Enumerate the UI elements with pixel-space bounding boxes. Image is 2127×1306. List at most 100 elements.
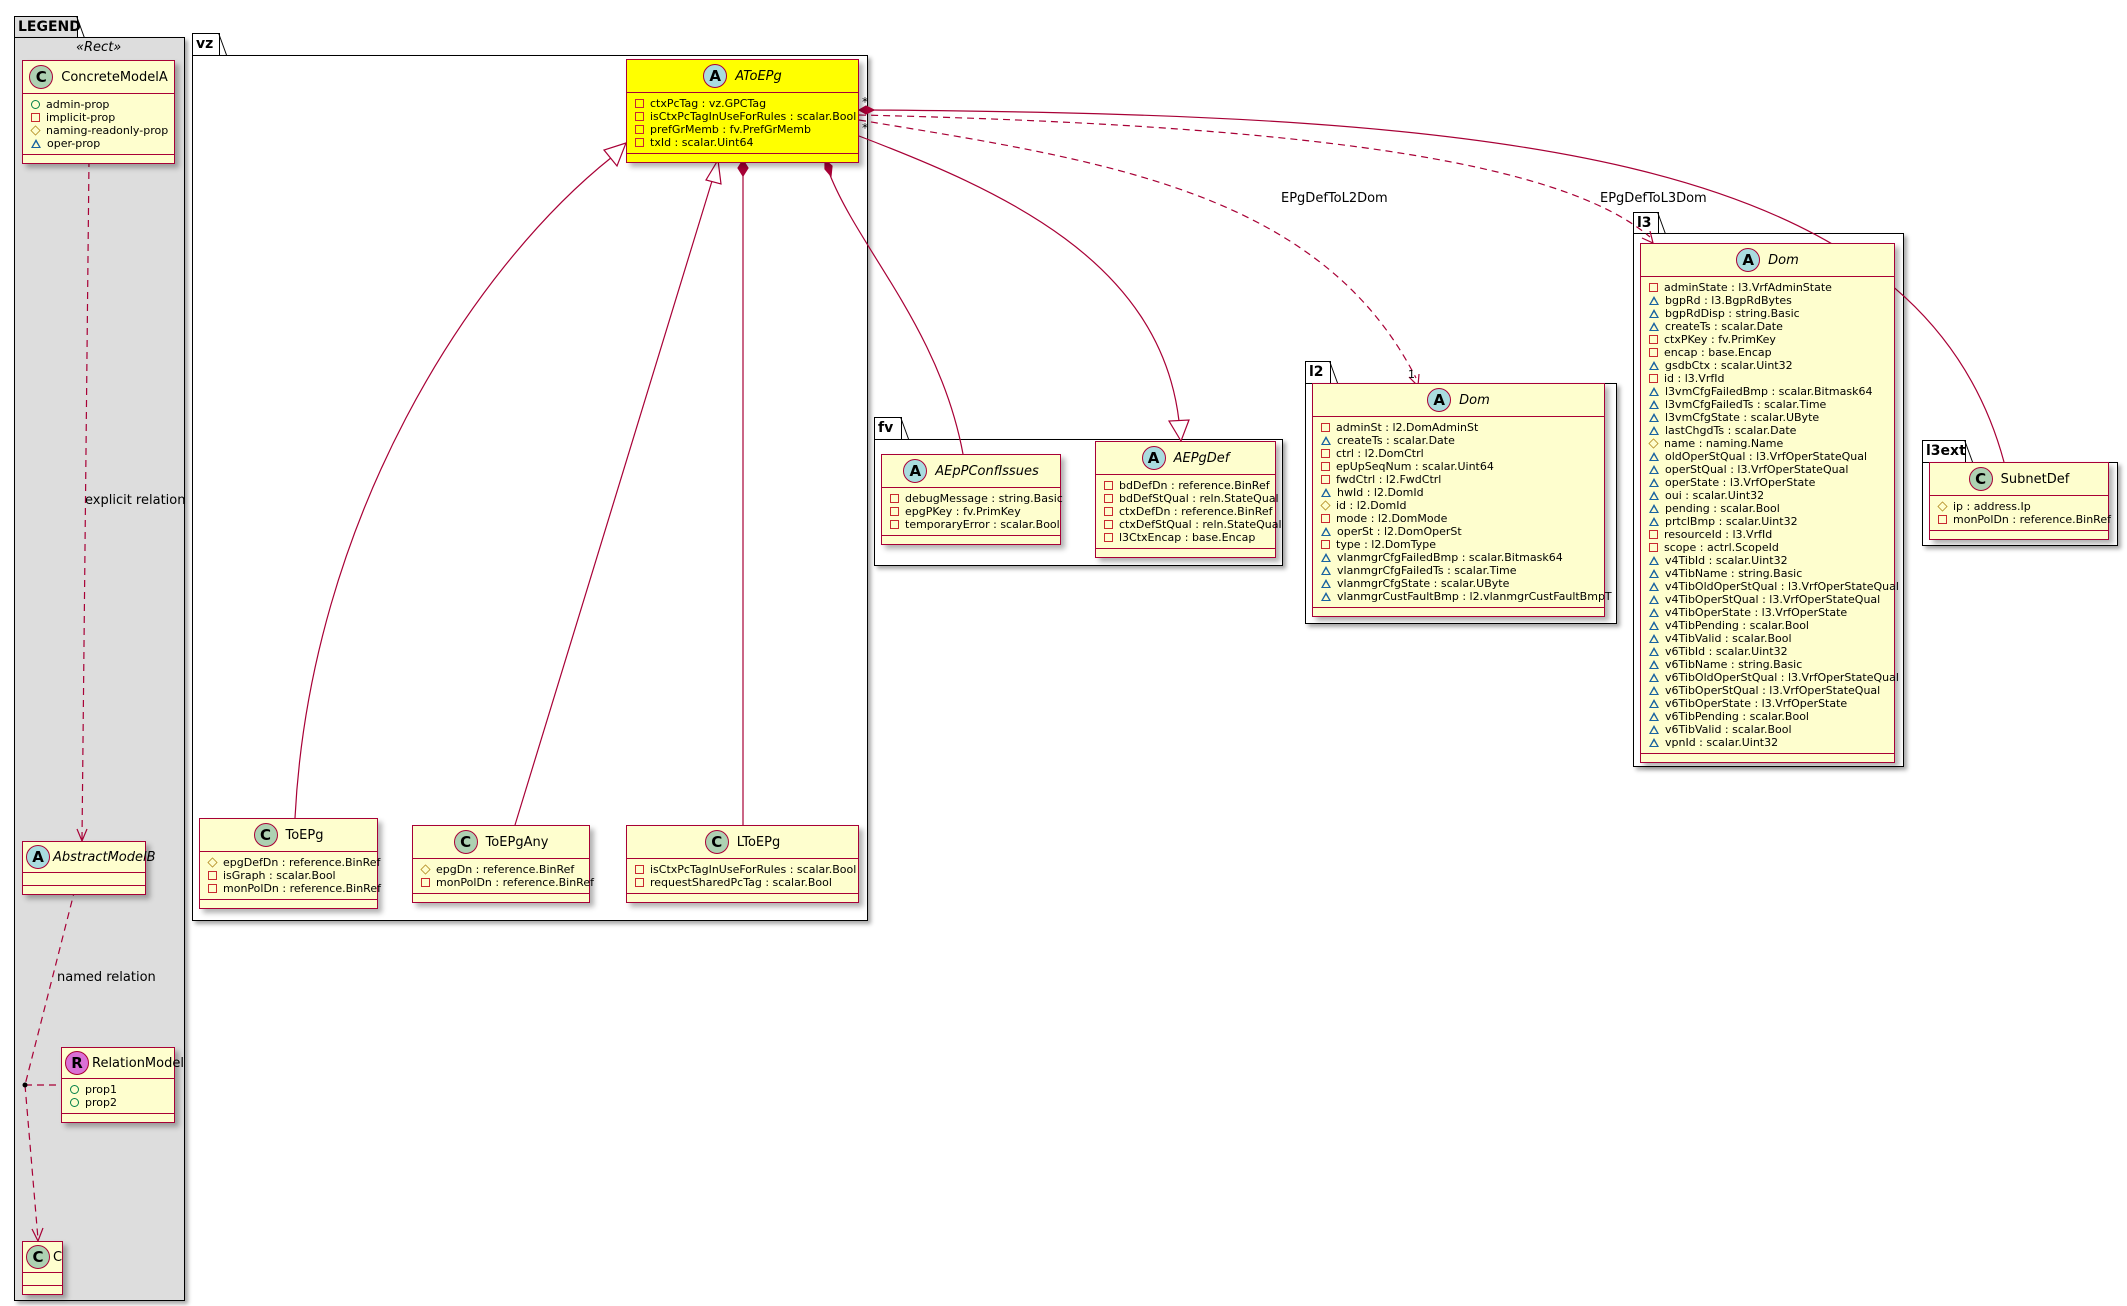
arrow-head: [1641, 230, 1654, 245]
member-text: operState : l3.VrfOperState: [1665, 476, 1816, 489]
class-member: debugMessage : string.Basic: [890, 492, 1063, 505]
class-member: scope : actrl.ScopeId: [1649, 541, 1888, 554]
member-text: l3CtxEncap : base.Encap: [1119, 531, 1256, 544]
class-member: bdDefDn : reference.BinRef: [1104, 479, 1270, 492]
private-visibility-icon: [1321, 462, 1330, 471]
package-visibility-icon: [1321, 436, 1331, 445]
package-visibility-icon: [1649, 725, 1659, 734]
member-text: v4TibName : string.Basic: [1665, 567, 1803, 580]
member-text: debugMessage : string.Basic: [905, 492, 1063, 505]
class-member: implicit-prop: [31, 111, 168, 124]
package-visibility-icon: [1649, 465, 1659, 474]
class-name: AEPgDef: [1173, 450, 1230, 466]
private-visibility-icon: [1104, 494, 1113, 503]
class-member: oldOperStQual : l3.VrfOperStateQual: [1649, 450, 1888, 463]
private-visibility-icon: [1938, 515, 1947, 524]
member-text: lastChgdTs : scalar.Date: [1665, 424, 1797, 437]
member-text: bdDefDn : reference.BinRef: [1119, 479, 1270, 492]
class-member: lastChgdTs : scalar.Date: [1649, 424, 1888, 437]
package-visibility-icon: [1649, 478, 1659, 487]
member-text: type : l2.DomType: [1336, 538, 1437, 551]
private-visibility-icon: [1104, 520, 1113, 529]
class-name: RelationModel: [92, 1055, 184, 1071]
member-text: prtclBmp : scalar.Uint32: [1665, 515, 1798, 528]
protected-visibility-icon: [1937, 501, 1948, 512]
class-member: v4TibId : scalar.Uint32: [1649, 554, 1888, 567]
private-visibility-icon: [635, 99, 644, 108]
label-epgdeftol3dom: EPgDefToL3Dom: [1600, 191, 1707, 206]
private-visibility-icon: [1321, 514, 1330, 523]
class-member: operSt : l2.DomOperSt: [1321, 525, 1598, 538]
class-member: admin-prop: [31, 98, 168, 111]
class-member: operState : l3.VrfOperState: [1649, 476, 1888, 489]
member-text: temporaryError : scalar.Bool: [905, 518, 1060, 531]
package-visibility-icon: [1649, 738, 1659, 747]
class-member: monPolDn : reference.BinRef: [208, 882, 381, 895]
class-member: vlanmgrCfgState : scalar.UByte: [1321, 577, 1598, 590]
member-text: admin-prop: [46, 98, 110, 111]
class-member: pending : scalar.Bool: [1649, 502, 1888, 515]
class-member: requestSharedPcTag : scalar.Bool: [635, 876, 852, 889]
abstract-class-icon: A: [26, 845, 50, 869]
class-member: v4TibName : string.Basic: [1649, 567, 1888, 580]
member-text: v4TibOldOperStQual : l3.VrfOperStateQual: [1665, 580, 1899, 593]
package-visibility-icon: [1321, 553, 1331, 562]
class-member: bdDefStQual : reln.StateQual: [1104, 492, 1279, 505]
class-member: v4TibPending : scalar.Bool: [1649, 619, 1888, 632]
class-methods: [413, 894, 589, 902]
class-member: vlanmgrCfgFailedTs : scalar.Time: [1321, 564, 1598, 577]
member-text: v6TibPending : scalar.Bool: [1665, 710, 1809, 723]
member-text: v6TibOldOperStQual : l3.VrfOperStateQual: [1665, 671, 1899, 684]
class-fields: [23, 1273, 62, 1286]
class-member: ctxPKey : fv.PrimKey: [1649, 333, 1888, 346]
class-icon: C: [704, 830, 729, 854]
class-member: vlanmgrCustFaultBmp : l2.vlanmgrCustFaul…: [1321, 590, 1612, 603]
public-visibility-icon: [70, 1085, 79, 1094]
private-visibility-icon: [1649, 374, 1658, 383]
class-member: id : l2.DomId: [1320, 499, 1598, 512]
class-fields: [23, 873, 145, 886]
member-text: createTs : scalar.Date: [1665, 320, 1783, 333]
member-text: operStQual : l3.VrfOperStateQual: [1665, 463, 1849, 476]
member-text: operSt : l2.DomOperSt: [1337, 525, 1462, 538]
member-text: implicit-prop: [46, 111, 116, 124]
package-visibility-icon: [1649, 608, 1659, 617]
class-name: Dom: [1459, 392, 1490, 408]
edge-subnetdef-composition: [872, 109, 2005, 463]
class-header: A AEPgDef: [1096, 442, 1275, 475]
protected-visibility-icon: [1320, 500, 1331, 511]
member-text: name : naming.Name: [1664, 437, 1784, 450]
member-text: bdDefStQual : reln.StateQual: [1119, 492, 1279, 505]
class-member: naming-readonly-prop: [30, 124, 168, 137]
class-member: fwdCtrl : l2.FwdCtrl: [1321, 473, 1598, 486]
multiplicity-one: 1: [1408, 368, 1415, 381]
member-text: vlanmgrCustFaultBmp : l2.vlanmgrCustFaul…: [1337, 590, 1612, 603]
class-member: v6TibOperStQual : l3.VrfOperStateQual: [1649, 684, 1888, 697]
private-visibility-icon: [890, 494, 899, 503]
class-member: v6TibOldOperStQual : l3.VrfOperStateQual: [1649, 671, 1899, 684]
abstract-class-icon: A: [1141, 446, 1166, 470]
package-fv-tab: fv: [874, 417, 902, 440]
edge-aeppconfissues-composition: [829, 174, 964, 455]
member-text: bgpRdDisp : string.Basic: [1665, 307, 1800, 320]
